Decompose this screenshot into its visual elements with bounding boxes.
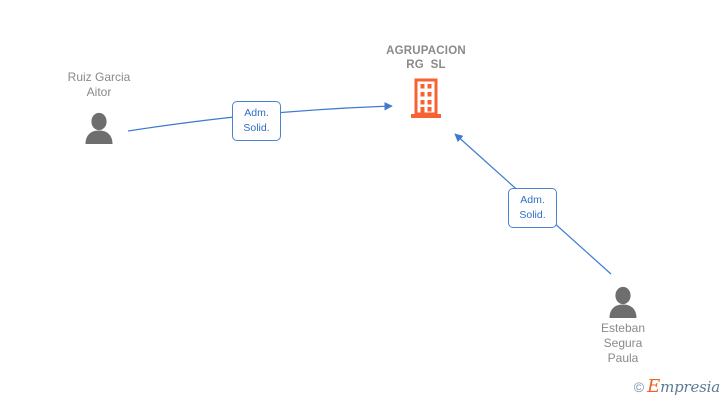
person-icon: [85, 112, 113, 144]
person-right-icon-wrap: [548, 278, 698, 318]
person-left-name-line1: Ruiz Garcia: [67, 70, 131, 84]
company-node[interactable]: AGRUPACION RG SL: [352, 44, 500, 122]
person-right-name-line1: Esteban: [600, 321, 646, 335]
person-right-name-line3: Paula: [607, 351, 639, 365]
copyright-icon: ©: [633, 379, 645, 395]
brand-rest: mpresia: [660, 378, 720, 396]
company-title-line1: AGRUPACION: [386, 45, 466, 57]
edge-label-left-line2: Solid.: [243, 122, 270, 134]
brand-initial: E: [647, 376, 661, 397]
edge-label-left[interactable]: Adm. Solid.: [232, 101, 281, 141]
edge-label-left-line1: Adm.: [244, 107, 269, 119]
person-left-name-line2: Aitor: [86, 85, 112, 99]
building-icon: [411, 78, 441, 118]
edge-label-right-line1: Adm.: [520, 194, 545, 206]
edge-label-right[interactable]: Adm. Solid.: [508, 188, 557, 228]
person-right-name-line2: Segura: [603, 336, 643, 350]
person-node-left[interactable]: Ruiz Garcia Aitor: [24, 70, 174, 144]
company-title-line2: RG SL: [406, 59, 446, 71]
person-icon: [609, 286, 637, 318]
brand-name: Empresia: [647, 378, 720, 396]
edge-label-right-line2: Solid.: [519, 209, 546, 221]
watermark: © Empresia: [634, 378, 720, 396]
person-node-right[interactable]: Esteban Segura Paula: [548, 278, 698, 366]
person-left-icon-wrap: [24, 104, 174, 144]
company-icon-wrap: [352, 78, 500, 122]
